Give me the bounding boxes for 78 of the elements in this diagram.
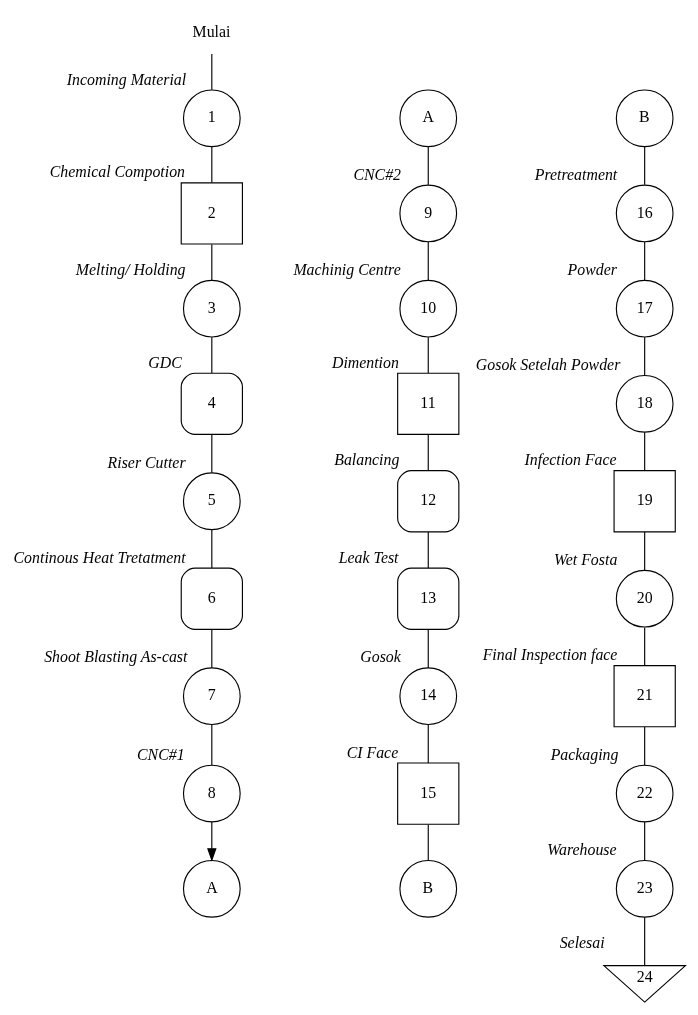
node-label: Selesai: [559, 933, 605, 951]
node-circle: 17: [615, 279, 674, 338]
arrow: [206, 821, 217, 862]
node-circle: 8: [182, 764, 241, 823]
connector: [210, 529, 212, 569]
node-box: 4: [180, 372, 243, 435]
connector: [210, 628, 212, 669]
connector: [210, 53, 212, 91]
connector: [643, 241, 645, 281]
node-circle: 7: [182, 667, 241, 726]
node-circle: 23: [615, 859, 674, 918]
node-circle: 18: [615, 374, 674, 433]
node-circle: 5: [182, 472, 241, 531]
node-label: Dimention: [331, 353, 399, 371]
node-circle: 16: [615, 184, 674, 243]
connector: [643, 726, 645, 766]
node-label: Balancing: [333, 451, 399, 469]
node-label: Powder: [567, 260, 617, 278]
connector: [643, 336, 645, 376]
node-box: 19: [613, 470, 676, 533]
node-label: Continous Heat Tretatment: [13, 548, 186, 566]
node-label: Gosok Setelah Powder: [475, 356, 620, 374]
node-label: Riser Cutter: [107, 453, 186, 471]
connector: [427, 628, 429, 669]
connector: [643, 821, 645, 861]
connector: [643, 626, 645, 667]
node-label: CNC#1: [136, 745, 185, 763]
node-label: Wet Fosta: [553, 550, 617, 568]
node-box: 12: [396, 470, 459, 533]
node-label: Gosok: [359, 648, 401, 666]
connector: [210, 243, 212, 281]
node-label: Infection Face: [524, 451, 617, 469]
node-box: 2: [180, 182, 243, 245]
connector: [643, 146, 645, 186]
connector: [427, 434, 429, 472]
connector: [643, 431, 645, 472]
node-circle: 9: [398, 184, 457, 243]
node-circle: B: [615, 89, 674, 148]
node-circle: B: [398, 859, 457, 918]
connector: [210, 434, 212, 474]
node-circle: 14: [398, 667, 457, 726]
node-box: 6: [180, 567, 243, 630]
connector: [427, 336, 429, 374]
node-circle: 3: [182, 279, 241, 338]
connector: [210, 724, 212, 766]
node-box: 15: [396, 762, 459, 825]
connector: [427, 241, 429, 281]
node-label: Machinig Centre: [292, 260, 401, 278]
node-label: Leak Test: [338, 548, 399, 566]
node-box: 13: [396, 567, 459, 630]
node-box: 21: [613, 665, 676, 728]
connector: [427, 531, 429, 569]
node-label: Incoming Material: [66, 70, 186, 88]
node-circle: 10: [398, 279, 457, 338]
node-circle: 1: [182, 89, 241, 148]
node-box: 11: [396, 372, 459, 435]
node-label: CNC#2: [352, 165, 401, 183]
connector: [210, 336, 212, 374]
connector: [643, 916, 645, 967]
node-label: Shoot Blasting As-cast: [43, 648, 187, 666]
connector: [427, 146, 429, 186]
node-circle: A: [182, 859, 241, 918]
connector: [427, 824, 429, 861]
connector: [643, 531, 645, 571]
node-text: Mulai: [192, 23, 230, 41]
node-label: Final Inspection face: [482, 646, 617, 664]
node-label: Packaging: [550, 745, 618, 763]
node-label: Chemical Compotion: [49, 163, 185, 181]
node-label: Warehouse: [546, 841, 617, 859]
connector: [210, 146, 212, 184]
node-circle: A: [398, 89, 457, 148]
node-circle: 22: [615, 764, 674, 823]
node-label: CI Face: [346, 743, 398, 761]
connector: [427, 724, 429, 764]
node-label: Pretreatment: [534, 165, 617, 183]
node-label: Melting/ Holding: [75, 260, 186, 278]
node-circle: 20: [615, 569, 674, 628]
node-label: GDC: [147, 353, 182, 371]
